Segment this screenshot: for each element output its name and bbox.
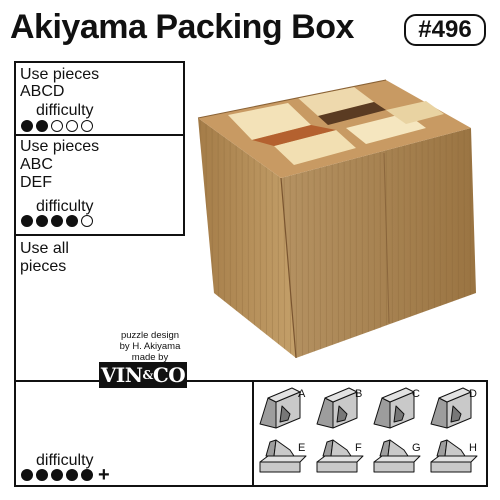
- cube-cell: [194, 440, 230, 471]
- panel4-difficulty-label: difficulty: [36, 452, 94, 469]
- piece-d: [430, 387, 472, 429]
- wooden-packing-box: [197, 79, 476, 359]
- difficulty-dot-filled: [21, 469, 33, 481]
- frame-divider-2: [14, 234, 184, 236]
- panel3-line1: Use all: [20, 240, 69, 257]
- piece-h: [430, 439, 478, 473]
- difficulty-dot-filled: [36, 469, 48, 481]
- panel4-difficulty-rating: +: [21, 464, 110, 486]
- piece-g: [373, 439, 421, 473]
- maker-logo: VIN&CO: [99, 362, 187, 388]
- panel1-difficulty-rating: [21, 120, 93, 132]
- difficulty-dot-empty: [81, 120, 93, 132]
- difficulty-plus: +: [98, 464, 110, 486]
- cube-cell: [88, 410, 124, 441]
- cube-cell: [66, 310, 102, 341]
- difficulty-dot-empty: [66, 120, 78, 132]
- piece-f: [316, 439, 364, 473]
- piece-label-g: G: [412, 442, 421, 454]
- piece-label-f: F: [355, 442, 362, 454]
- credit-line3: made by: [131, 352, 169, 363]
- frame-divider-1: [14, 134, 184, 136]
- piece-label-c: C: [412, 388, 420, 400]
- page-title: Akiyama Packing Box: [10, 8, 354, 46]
- cube-cell: [116, 248, 153, 279]
- piece-label-e: E: [298, 442, 306, 454]
- difficulty-dot-filled: [51, 469, 63, 481]
- frame-border-bottom: [14, 485, 488, 487]
- design-credit: puzzle design by H. Akiyama made by: [118, 330, 182, 363]
- difficulty-dot-empty: [51, 120, 63, 132]
- panel2-difficulty-label: difficulty: [36, 198, 94, 215]
- difficulty-dot-filled: [36, 215, 48, 227]
- frame-divider-3: [14, 380, 488, 382]
- piece-label-a: A: [298, 388, 306, 400]
- frame-border-right-upper: [183, 61, 185, 236]
- panel2-line3: DEF: [20, 174, 52, 191]
- catalog-number-badge: #496: [404, 14, 486, 46]
- difficulty-dot-filled: [21, 120, 33, 132]
- cube-cell: [171, 418, 208, 449]
- frame-border-left: [14, 61, 16, 487]
- difficulty-dot-filled: [81, 469, 93, 481]
- credit-line1: puzzle design: [120, 330, 180, 341]
- piece-label-d: D: [469, 388, 477, 400]
- cube-cell: [136, 170, 172, 201]
- cube-cell: [43, 288, 80, 319]
- cube-cell: [21, 266, 57, 298]
- panel2-difficulty-rating: [21, 215, 93, 227]
- panel2-line2: ABC: [20, 156, 53, 173]
- frame-divider-pieces: [252, 380, 254, 487]
- panel1-line1: Use pieces: [20, 66, 100, 83]
- piece-b: [316, 387, 358, 429]
- piece-e: [259, 439, 307, 473]
- panel1-difficulty-label: difficulty: [36, 102, 94, 119]
- pieces-diagram: [259, 387, 478, 473]
- difficulty-dot-filled: [21, 215, 33, 227]
- difficulty-dot-empty: [81, 215, 93, 227]
- piece-label-h: H: [469, 442, 477, 454]
- piece-a: [259, 387, 301, 429]
- panel1-line2: ABCD: [20, 83, 65, 100]
- credit-line2: by H. Akiyama: [119, 341, 181, 352]
- frame-border-top: [14, 61, 184, 63]
- piece-label-b: B: [355, 388, 363, 400]
- difficulty-dot-filled: [36, 120, 48, 132]
- difficulty-dot-filled: [51, 215, 63, 227]
- panel2-line1: Use pieces: [20, 138, 100, 155]
- piece-c: [373, 387, 415, 429]
- difficulty-dot-filled: [66, 469, 78, 481]
- difficulty-dot-filled: [66, 215, 78, 227]
- cube-cell: [133, 68, 170, 99]
- frame-border-right-lower: [486, 380, 488, 487]
